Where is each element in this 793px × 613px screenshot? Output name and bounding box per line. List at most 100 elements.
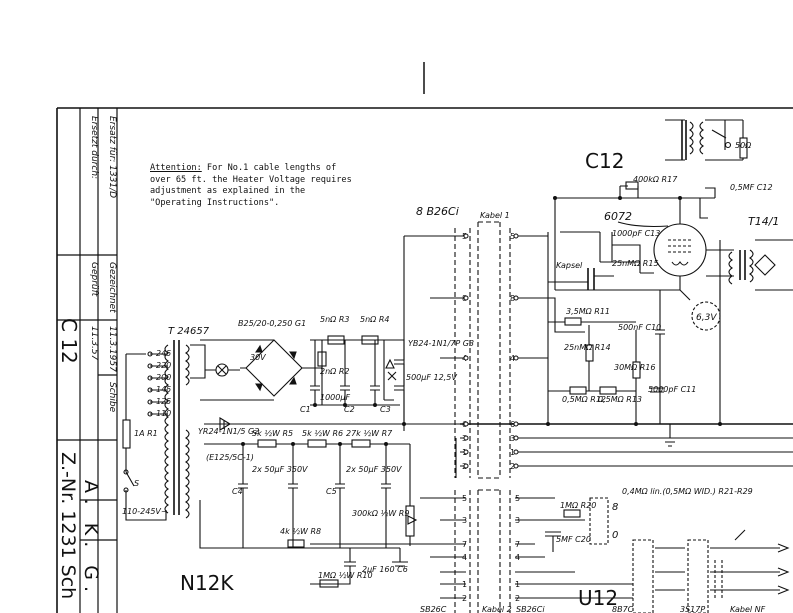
label-c20: 5MF C20: [556, 535, 591, 544]
pin-right-3: 3: [510, 434, 515, 443]
label-mains: 110-245V~: [122, 507, 168, 516]
label-e125: (E125/5C-1): [206, 453, 254, 462]
pin-right-5: 5: [510, 232, 515, 241]
attention-line2: over 65 ft. the Heater Voltage requires: [150, 174, 352, 185]
label-switch: S: [134, 479, 139, 488]
label-lin: 0,4MΩ lin.(0,5MΩ WID.) R21-R29: [622, 487, 753, 496]
pin-lowr-7: 7: [515, 540, 520, 549]
bridge-rectifier-g1: [245, 339, 303, 397]
label-kabel1: Kabel 1: [480, 211, 510, 220]
label-u12: U12: [578, 586, 618, 610]
pin-lowr-3: 3: [515, 516, 520, 525]
label-c2: C2: [344, 405, 355, 414]
label-fig8: 8: [612, 502, 618, 513]
label-r8: 4k ½W R8: [280, 527, 321, 536]
ground-symbol: [662, 424, 678, 447]
tb-gep-date: 11.3.57: [89, 326, 99, 361]
attention-note: Attention: For No.1 cable lengths of ove…: [150, 163, 380, 209]
label-t14: T14/1: [748, 215, 779, 228]
label-r15: 25nMΩ R15: [612, 259, 659, 268]
pin-low-3: 3: [462, 516, 467, 525]
label-r6: 5k ½W R6: [302, 429, 343, 438]
label-30v: 30V: [250, 353, 266, 362]
pin-lowr-5: 5: [515, 494, 520, 503]
label-c6: 2μF 160 C6: [362, 565, 408, 574]
fuse-r1: [122, 419, 131, 449]
tb-gezeichnet: Gezeichnet: [107, 262, 117, 313]
pin-lowr-4: 4: [515, 553, 520, 562]
pin-low-7: 7: [462, 540, 467, 549]
label-r11: 3,5MΩ R11: [566, 307, 610, 316]
pin-right-1: 1: [510, 448, 515, 457]
label-lamp: 6,3V: [696, 313, 717, 323]
tb-ersatz: Ersatz für: 1331/D: [107, 116, 117, 198]
label-cap2x50b: 2x 50μF 350V: [346, 465, 402, 474]
tb-gez-date: 11.3.1957: [107, 326, 117, 372]
tap-0: 245: [156, 349, 171, 358]
label-bottom2: Kabel 2: [482, 605, 512, 613]
label-r20: 1MΩ R20: [560, 501, 596, 510]
pin-right-6: 6: [510, 420, 515, 429]
label-r50: 50Ω: [735, 141, 752, 150]
kapsel-symbol: [587, 268, 595, 290]
tap-3: 145: [156, 385, 171, 394]
pin-low-1: 1: [462, 580, 467, 589]
pin-low-4: 4: [462, 553, 467, 562]
label-bottom4: 8B7C: [612, 605, 634, 613]
label-cap2x50: 2x 50μF 350V: [252, 465, 308, 474]
pin-right-8: 8: [510, 294, 515, 303]
label-plug: 8 B26Ci: [416, 205, 459, 218]
label-r4: 5nΩ R4: [360, 315, 389, 324]
label-r7: 27k ½W R7: [346, 429, 393, 438]
label-c5: C5: [326, 487, 337, 496]
tb-drawing-number: Z.-Nr. 1231 Sch: [57, 452, 79, 599]
label-bottom6: Kabel NF: [730, 605, 766, 613]
attention-heading: Attention:: [150, 163, 202, 173]
label-t1: T 24657: [168, 326, 210, 337]
attention-line3: adjustment as explained in the: [150, 186, 306, 196]
label-kapsel: Kapsel: [556, 261, 583, 270]
mains-transformer: [164, 340, 190, 519]
top-transformer: [665, 119, 748, 161]
tb-ersetzt: Ersetzt durch:: [89, 116, 99, 179]
r5-resistor: [257, 439, 277, 448]
label-r9: 300kΩ ½W R9: [352, 509, 409, 518]
pin-low-2: 2: [462, 594, 467, 603]
label-r1: 1A R1: [134, 429, 158, 438]
tb-company: A. K. G.: [80, 480, 102, 598]
tap-5: 110: [156, 409, 171, 418]
label-n12k: N12K: [180, 571, 234, 595]
label-bottom3: SB26Ci: [516, 605, 545, 613]
r17-resistor: [625, 181, 639, 190]
r11-resistor: [564, 317, 582, 326]
label-r17: 400kΩ R17: [633, 175, 678, 184]
label-bottom1: SB26C: [420, 605, 447, 613]
label-r12: 0,5MΩ R12: [562, 395, 606, 404]
label-fig0: 0: [612, 530, 618, 541]
label-tube: 6072: [604, 210, 632, 223]
tb-model: C 12: [57, 318, 81, 364]
label-c11: 5000pF C11: [648, 385, 696, 394]
attention-line4: "Operating Instructions".: [150, 197, 280, 208]
tap-2: 200: [156, 373, 171, 382]
pin-lowr-2: 2: [515, 594, 520, 603]
pin-right-2: 2: [510, 462, 515, 471]
label-r13: 0,5MΩ R13: [598, 395, 642, 404]
cable-kabel1: [454, 221, 511, 479]
label-g1: B25/20-0,250 G1: [238, 319, 306, 328]
title-block: [57, 108, 118, 613]
tap-4: 125: [156, 397, 171, 406]
label-c4: C4: [232, 487, 243, 496]
label-c13: 1000pF C13: [612, 229, 660, 238]
tb-geprueft: Geprüft: [89, 262, 99, 297]
pin-right-4: 4: [510, 354, 515, 363]
label-1000uf: 1000μF: [320, 393, 350, 402]
label-r16: 30MΩ R16: [614, 363, 655, 372]
pin-lowr-1: 1: [515, 580, 520, 589]
label-r2: 2nΩ R2: [320, 367, 349, 376]
label-g3: YB24-1N1/7P G3: [408, 339, 474, 348]
tap-1: 220: [156, 361, 171, 370]
label-g2: YR24-1N1/5 G2: [198, 427, 259, 436]
label-r3: 5nΩ R3: [320, 315, 349, 324]
